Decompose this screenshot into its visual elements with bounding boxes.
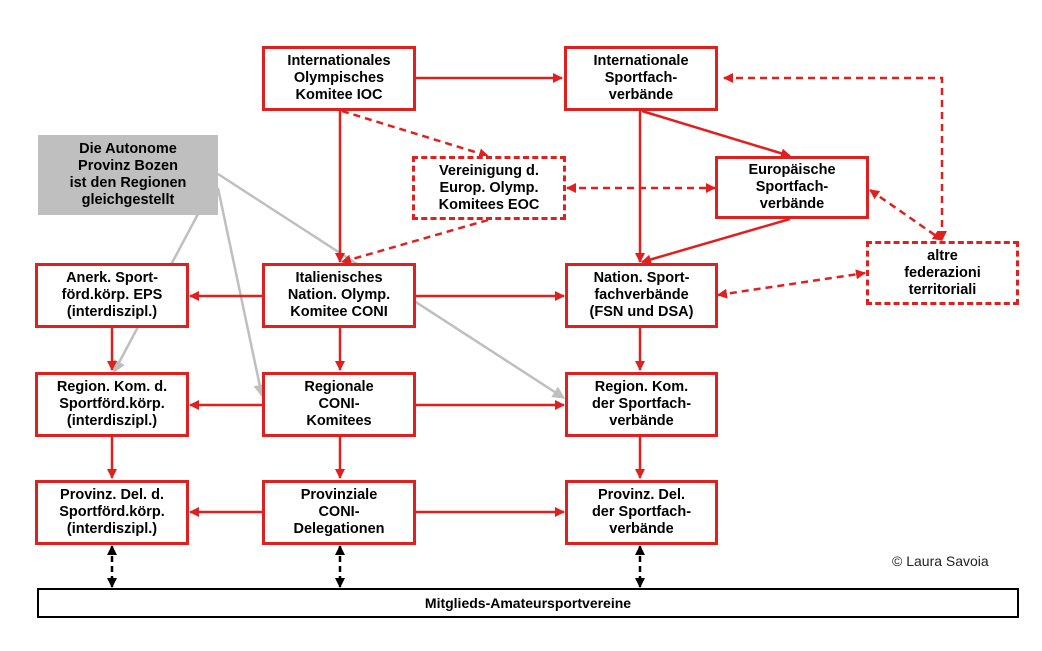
node-international-sport-federations: Internationale Sportfach- verbände	[564, 46, 718, 111]
edge-isf-esf	[641, 109, 791, 159]
edge-esf-altre	[869, 188, 943, 242]
node-ioc: Internationales Olympisches Komitee IOC	[262, 46, 416, 111]
node-fsn: Nation. Sport- fachverbände (FSN und DSA…	[565, 263, 718, 328]
edge-isf-altre	[723, 73, 947, 241]
node-eps: Anerk. Sport- förd.körp. EPS (interdiszi…	[35, 263, 189, 328]
node-coni: Italienisches Nation. Olymp. Komitee CON…	[262, 263, 416, 328]
node-provincial-coni: Provinziale CONI- Delegationen	[262, 480, 416, 545]
edge-eoc-coni	[341, 218, 489, 265]
copyright-credit: © Laura Savoia	[892, 553, 989, 569]
node-provincial-fsn: Provinz. Del. der Sportfach- verbände	[565, 480, 718, 545]
node-regional-fsn: Region. Kom. der Sportfach- verbände	[565, 372, 718, 437]
edge-ioc-eoc	[341, 109, 489, 159]
node-member-clubs: Mitglieds-Amateursportvereine	[37, 588, 1019, 618]
edge-esf-fsn	[641, 217, 791, 265]
edge-fsn-altre	[717, 269, 866, 299]
node-altre-federazioni: altre federazioni territoriali	[866, 241, 1019, 305]
node-provincial-eps: Provinz. Del. d. Sportförd.körp. (interd…	[35, 480, 189, 545]
node-european-sport-federations: Europäische Sportfach- verbände	[715, 156, 869, 219]
node-bozen-note: Die Autonome Provinz Bozen ist den Regio…	[38, 135, 218, 215]
node-regional-eps: Region. Kom. d. Sportförd.körp. (interdi…	[35, 372, 189, 437]
edge-bozen-reg-coni	[216, 187, 266, 398]
node-eoc: Vereinigung d. Europ. Olymp. Komitees EO…	[412, 156, 566, 220]
node-regional-coni: Regionale CONI- Komitees	[262, 372, 416, 437]
